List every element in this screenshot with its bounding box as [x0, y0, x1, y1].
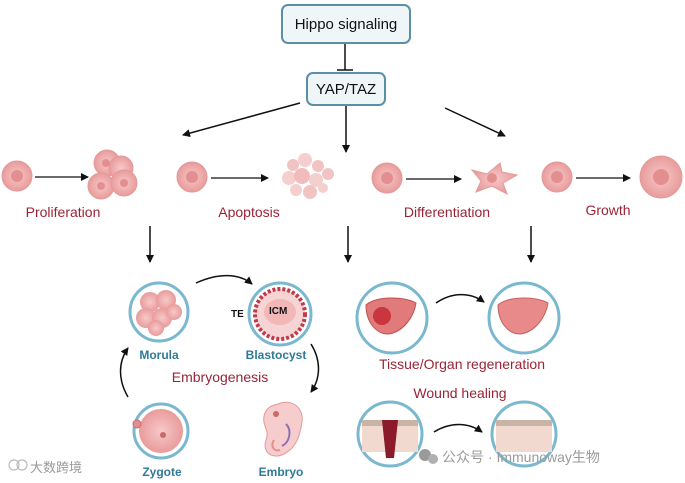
watermark-right: 公众号 · Immunoway生物 — [442, 449, 600, 465]
wechat-icon — [419, 449, 438, 464]
morula-illustration — [128, 281, 190, 343]
icm-label: ICM — [269, 306, 288, 317]
apoptosis-cells — [176, 153, 334, 199]
growth-label: Growth — [585, 202, 631, 218]
wound-healing-label: Wound healing — [413, 385, 507, 401]
yap-output-arrows — [182, 102, 506, 153]
growth-cells — [541, 155, 683, 199]
differentiation-cells — [371, 162, 519, 196]
hippo-signaling-node: Hippo signaling — [281, 4, 411, 44]
yap-taz-node: YAP/TAZ — [306, 72, 386, 106]
embryogenesis-arrows — [119, 274, 320, 398]
blastocyst-illustration — [247, 281, 313, 347]
regeneration-arrow — [435, 293, 485, 304]
wound-healing-arrow — [433, 423, 483, 433]
watermark-logo-icon — [8, 459, 28, 471]
wound-skin-illustration — [356, 400, 424, 468]
healed-skin-illustration — [490, 400, 558, 468]
embryo-illustration — [263, 401, 303, 457]
down-arrows — [146, 226, 535, 263]
apoptosis-label: Apoptosis — [218, 204, 280, 220]
tissue-regeneration-label: Tissue/Organ regeneration — [378, 356, 546, 372]
embryogenesis-label: Embryogenesis — [171, 369, 269, 385]
healthy-liver-illustration — [487, 281, 561, 355]
morula-label: Morula — [139, 348, 179, 362]
zygote-label: Zygote — [142, 465, 182, 479]
damaged-liver-illustration — [355, 281, 429, 355]
blastocyst-label: Blastocyst — [245, 348, 307, 362]
proliferation-label: Proliferation — [25, 204, 101, 220]
te-label: TE — [231, 309, 244, 320]
watermark-left: 大数跨境 — [30, 460, 83, 475]
embryo-label: Embryo — [258, 465, 304, 479]
differentiation-label: Differentiation — [403, 204, 491, 220]
inhibition-connector — [337, 44, 353, 71]
zygote-illustration — [132, 402, 190, 460]
proliferation-cells — [1, 149, 138, 200]
